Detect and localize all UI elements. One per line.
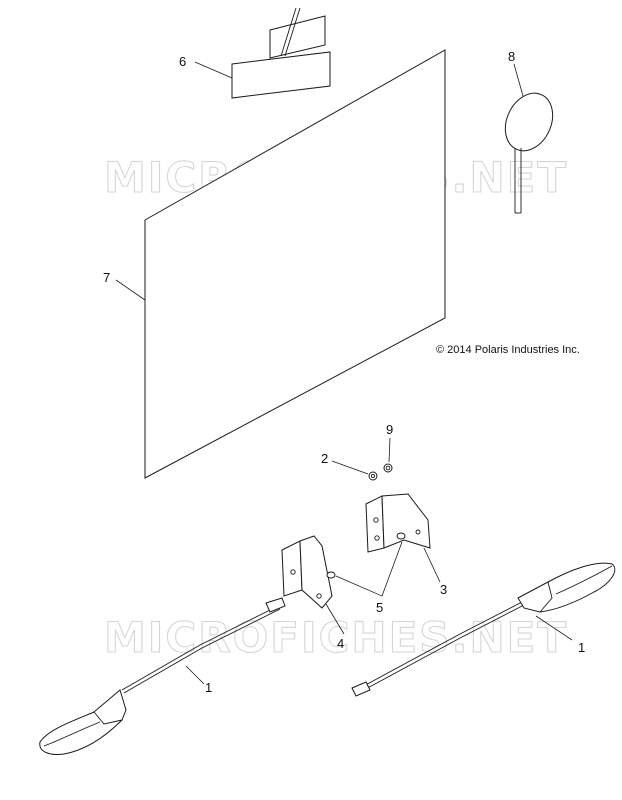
- copyright-notice: © 2014 Polaris Industries Inc.: [436, 344, 580, 356]
- callout-5: 5: [376, 600, 383, 615]
- callout-8: 8: [508, 49, 515, 64]
- turn-signal-lamp-icon: [39, 597, 286, 755]
- mounting-bracket-icon: [281, 535, 336, 609]
- callout-2: 2: [321, 451, 328, 466]
- callout-7: 7: [103, 270, 110, 285]
- bolt-icon: [368, 471, 378, 481]
- callout-1-left: 1: [205, 680, 212, 695]
- callout-9: 9: [386, 422, 393, 437]
- callout-3: 3: [440, 582, 447, 597]
- mounting-bracket-icon: [365, 493, 431, 553]
- mirror-icon: [504, 92, 554, 214]
- callout-4: 4: [337, 636, 344, 651]
- leader-lines: [115, 61, 573, 685]
- decal-icon: [231, 7, 331, 99]
- nut-icon: [383, 463, 393, 473]
- callout-1-right: 1: [578, 640, 585, 655]
- watermark-bottom: MICROFICHES.NET: [104, 613, 568, 662]
- sheet-icon: [144, 49, 446, 479]
- callout-6: 6: [179, 54, 186, 69]
- turn-signal-lamp-icon: [351, 562, 616, 697]
